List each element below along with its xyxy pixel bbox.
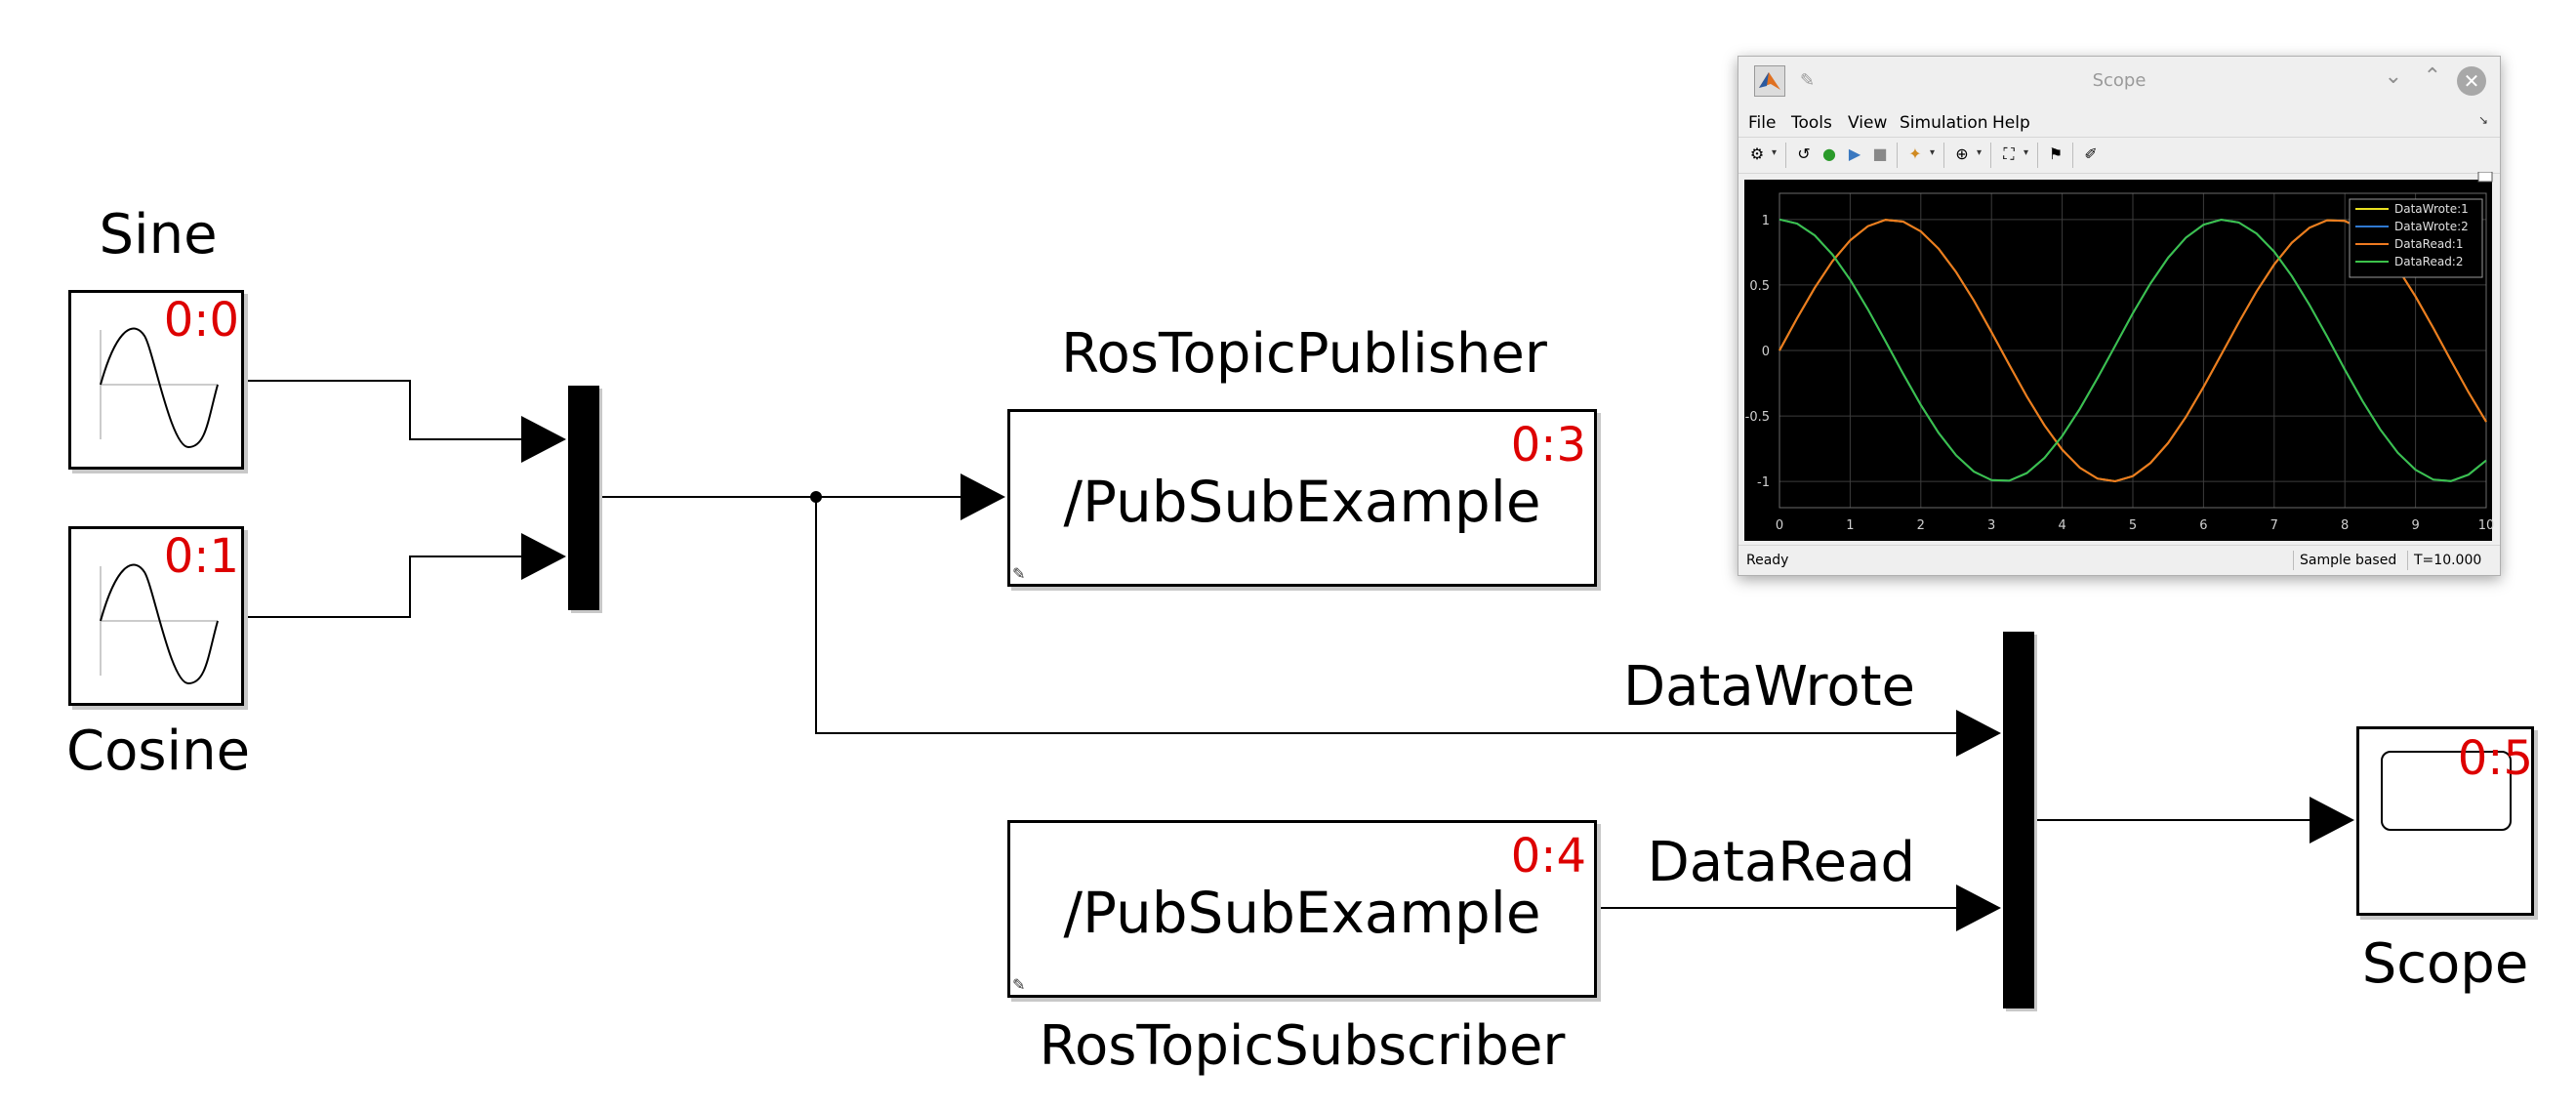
cursor-measure-icon[interactable]: ⚑ bbox=[2048, 144, 2064, 163]
mux2-input-arrow-1 bbox=[1956, 710, 2001, 757]
scope-block[interactable]: 0:5 bbox=[2356, 726, 2534, 916]
mux-block[interactable] bbox=[568, 386, 599, 610]
x-tick-label: 1 bbox=[1846, 518, 1854, 533]
x-tick-label: 4 bbox=[2058, 518, 2065, 533]
sine-signal-line[interactable] bbox=[244, 380, 525, 440]
restore-icon[interactable]: ↺ bbox=[1797, 144, 1811, 163]
maximize-icon[interactable]: ⌃ bbox=[2423, 64, 2441, 89]
publisher-execution-index: 0:3 bbox=[1510, 418, 1586, 473]
menu-view[interactable]: View bbox=[1848, 113, 1888, 133]
status-ready: Ready bbox=[1746, 553, 1789, 568]
sine-wave-icon bbox=[100, 327, 219, 449]
menu-help[interactable]: Help bbox=[1992, 113, 2030, 133]
pin-icon[interactable]: ✎ bbox=[1800, 70, 1816, 91]
legend-entry: DataWrote:2 bbox=[2394, 220, 2469, 233]
mux2-input-arrow-2 bbox=[1956, 885, 2001, 931]
undock-icon bbox=[2477, 172, 2493, 183]
publisher-block-label: RosTopicPublisher bbox=[1061, 322, 1547, 386]
scope-toolbar: ⚙ ▾ ↺ ● ▶ ■ ✦ ▾ ⊕ ▾ ⛶ ▾ ⚑ ✐ bbox=[1738, 137, 2500, 174]
cosine-block-label: Cosine bbox=[65, 720, 251, 783]
mux-input-arrow-1 bbox=[521, 416, 566, 463]
menu-file[interactable]: File bbox=[1748, 113, 1777, 133]
highlight-icon[interactable]: ✦ bbox=[1908, 144, 1922, 163]
run-icon[interactable]: ● bbox=[1822, 144, 1836, 163]
edit-icon[interactable]: ✐ bbox=[2084, 144, 2098, 163]
publisher-input-arrow bbox=[961, 473, 1005, 520]
branch-point bbox=[810, 491, 822, 503]
y-tick-label: 0 bbox=[1762, 345, 1770, 359]
status-sample-mode: Sample based bbox=[2293, 551, 2407, 570]
ros-topic-publisher-block[interactable]: /PubSubExample 0:3 ✎ bbox=[1007, 409, 1597, 587]
legend-entry: DataRead:2 bbox=[2394, 255, 2463, 268]
dataread-signal-label: DataRead bbox=[1647, 831, 1915, 894]
x-tick-label: 6 bbox=[2199, 518, 2207, 533]
subscriber-execution-index: 0:4 bbox=[1510, 829, 1586, 884]
y-tick-label: -0.5 bbox=[1745, 410, 1770, 425]
cosine-execution-index: 0:1 bbox=[163, 529, 239, 584]
ros-topic-subscriber-block[interactable]: /PubSubExample 0:4 ✎ bbox=[1007, 820, 1597, 998]
scope-execution-index: 0:5 bbox=[2457, 731, 2533, 786]
subscriber-block-label: RosTopicSubscriber bbox=[1039, 1014, 1566, 1078]
legend-box bbox=[2349, 198, 2483, 278]
settings-icon[interactable]: ⚙ bbox=[1749, 144, 1765, 163]
matlab-logo-icon bbox=[1754, 65, 1785, 97]
sine-wave-block[interactable]: 0:0 bbox=[68, 290, 244, 470]
sine-wave-icon bbox=[100, 563, 219, 685]
x-tick-label: 9 bbox=[2411, 518, 2419, 533]
mux-input-arrow-2 bbox=[521, 533, 566, 580]
scope-menu-bar: File Tools View Simulation Help ↘ bbox=[1738, 107, 2500, 137]
x-tick-label: 2 bbox=[1917, 518, 1925, 533]
legend-entry: DataRead:1 bbox=[2394, 237, 2463, 251]
publisher-topic-name: /PubSubExample bbox=[1063, 469, 1541, 535]
sine-execution-index: 0:0 bbox=[163, 293, 239, 348]
pencil-icon: ✎ bbox=[1012, 975, 1026, 994]
fit-view-icon[interactable]: ⛶ bbox=[2003, 144, 2015, 163]
scope-title-bar[interactable]: ✎ Scope ⌄ ⌃ ✕ bbox=[1738, 57, 2500, 107]
scope-window[interactable]: ✎ Scope ⌄ ⌃ ✕ File Tools View Simulation… bbox=[1738, 56, 2501, 576]
mux2-block[interactable] bbox=[2003, 632, 2034, 1008]
scope-screen-icon bbox=[2381, 751, 2512, 831]
scope-status-bar: Ready Sample based T=10.000 bbox=[1738, 545, 2500, 575]
y-tick-label: -1 bbox=[1757, 475, 1770, 490]
zoom-in-icon[interactable]: ⊕ bbox=[1955, 144, 1969, 163]
step-forward-icon[interactable]: ▶ bbox=[1848, 144, 1861, 163]
expand-toolbar-icon[interactable]: ↘ bbox=[2477, 113, 2488, 127]
close-icon[interactable]: ✕ bbox=[2457, 66, 2486, 96]
pencil-icon: ✎ bbox=[1012, 564, 1026, 583]
menu-simulation[interactable]: Simulation bbox=[1900, 113, 1988, 133]
x-tick-label: 0 bbox=[1776, 518, 1783, 533]
minimize-icon[interactable]: ⌄ bbox=[2384, 64, 2402, 89]
scope-input-arrow bbox=[2310, 797, 2354, 844]
menu-tools[interactable]: Tools bbox=[1791, 113, 1832, 133]
stop-icon[interactable]: ■ bbox=[1872, 144, 1888, 163]
scope-plot-area[interactable]: 0 1 2 3 4 5 6 7 8 9 10 1 0.5 0 -0.5 -1 DataWrote:1DataWr… bbox=[1738, 172, 2500, 547]
legend-entry: DataWrote:1 bbox=[2394, 202, 2469, 216]
subscriber-topic-name: /PubSubExample bbox=[1063, 880, 1541, 946]
x-tick-label: 3 bbox=[1987, 518, 1995, 533]
scope-window-title: Scope bbox=[2092, 70, 2147, 91]
status-sim-time: T=10.000 bbox=[2407, 551, 2492, 570]
x-tick-label: 5 bbox=[2129, 518, 2137, 533]
y-tick-label: 1 bbox=[1762, 214, 1770, 228]
x-tick-label: 7 bbox=[2270, 518, 2278, 533]
datawrote-branch-line[interactable] bbox=[815, 497, 1956, 734]
cosine-signal-line[interactable] bbox=[244, 556, 525, 618]
sine-block-label: Sine bbox=[99, 203, 218, 267]
cosine-wave-block[interactable]: 0:1 bbox=[68, 526, 244, 706]
y-tick-label: 0.5 bbox=[1749, 279, 1770, 294]
x-tick-label: 10 bbox=[2478, 518, 2495, 533]
x-tick-label: 8 bbox=[2341, 518, 2349, 533]
scope-block-label: Scope bbox=[2361, 932, 2529, 996]
series-line-4 bbox=[1779, 218, 2487, 482]
datawrote-signal-label: DataWrote bbox=[1622, 655, 1915, 719]
